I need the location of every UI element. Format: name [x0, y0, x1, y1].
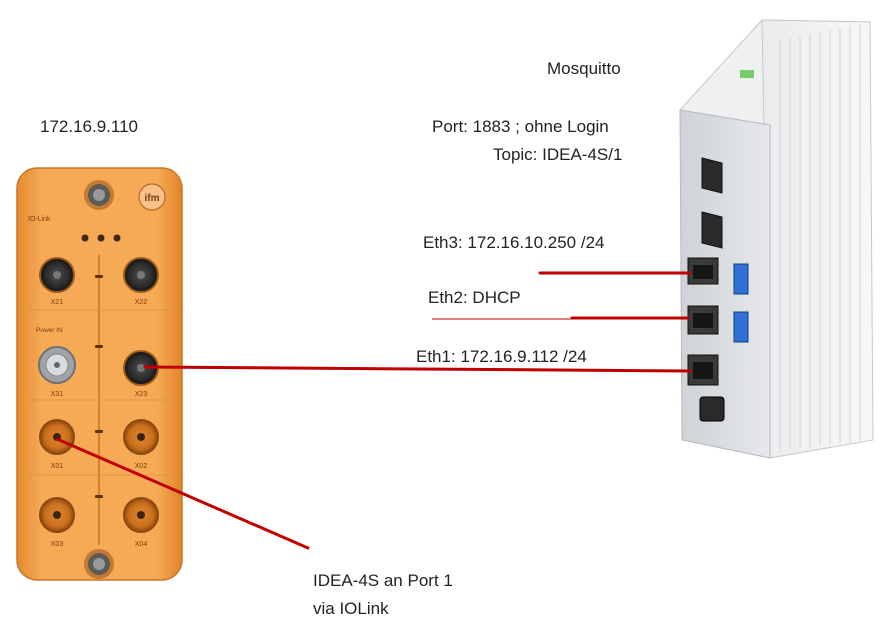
- usb-ports: [733, 263, 749, 343]
- eth2-port: [687, 305, 719, 335]
- mounting-hole-bottom: [84, 549, 114, 579]
- power-in-label: Power IN: [36, 327, 63, 334]
- port-x01-connector: [39, 419, 75, 455]
- sensor-label-line1: IDEA-4S an Port 1: [313, 571, 453, 590]
- port-label-x04: X04: [135, 541, 148, 548]
- eth2-label: Eth2: DHCP: [428, 288, 521, 307]
- eth1-label: Eth1: 172.16.9.112 /24: [416, 347, 587, 366]
- sensor-label-line2: via IOLink: [313, 599, 389, 618]
- sensor-cable: [55, 437, 310, 550]
- hdmi-port-2: [701, 211, 723, 249]
- ifm-logo: ifm: [138, 183, 166, 211]
- hdmi-port-1: [701, 157, 723, 194]
- port-x04-connector: [123, 497, 159, 533]
- power-in-connector: [38, 346, 76, 384]
- iolink-badge: IO-Link: [28, 216, 51, 223]
- iolink-master-module: ifm IO-Link Power IN: [16, 167, 183, 581]
- port-label-x02: X02: [135, 463, 148, 470]
- port-x22-connector: [123, 257, 159, 293]
- eth3-port: [687, 257, 719, 285]
- port-label-x03: X03: [51, 541, 64, 548]
- status-leds: [81, 234, 121, 242]
- broker-name-label: Mosquitto: [547, 59, 621, 78]
- port-label-x22: X22: [135, 299, 148, 306]
- eth1-port: [687, 354, 719, 386]
- port-label-x31: X31: [51, 391, 64, 398]
- industrial-pc: [679, 19, 874, 459]
- port-x21-connector: [39, 257, 75, 293]
- port-label-x21: X21: [51, 299, 64, 306]
- mounting-hole-top: [84, 180, 114, 210]
- svg-text:ifm: ifm: [145, 193, 160, 204]
- eth1-cable: [143, 365, 692, 373]
- power-switch: [699, 396, 725, 422]
- broker-topic-label: Topic: IDEA-4S/1: [493, 145, 623, 164]
- master-ip-label: 172.16.9.110: [40, 117, 138, 136]
- cables: [55, 271, 692, 550]
- port-x02-connector: [123, 419, 159, 455]
- port-label-x01: X01: [51, 463, 64, 470]
- broker-port-label: Port: 1883 ; ohne Login: [432, 117, 609, 136]
- port-label-x23: X23: [135, 391, 148, 398]
- eth3-label: Eth3: 172.16.10.250 /24: [423, 233, 605, 252]
- port-x03-connector: [39, 497, 75, 533]
